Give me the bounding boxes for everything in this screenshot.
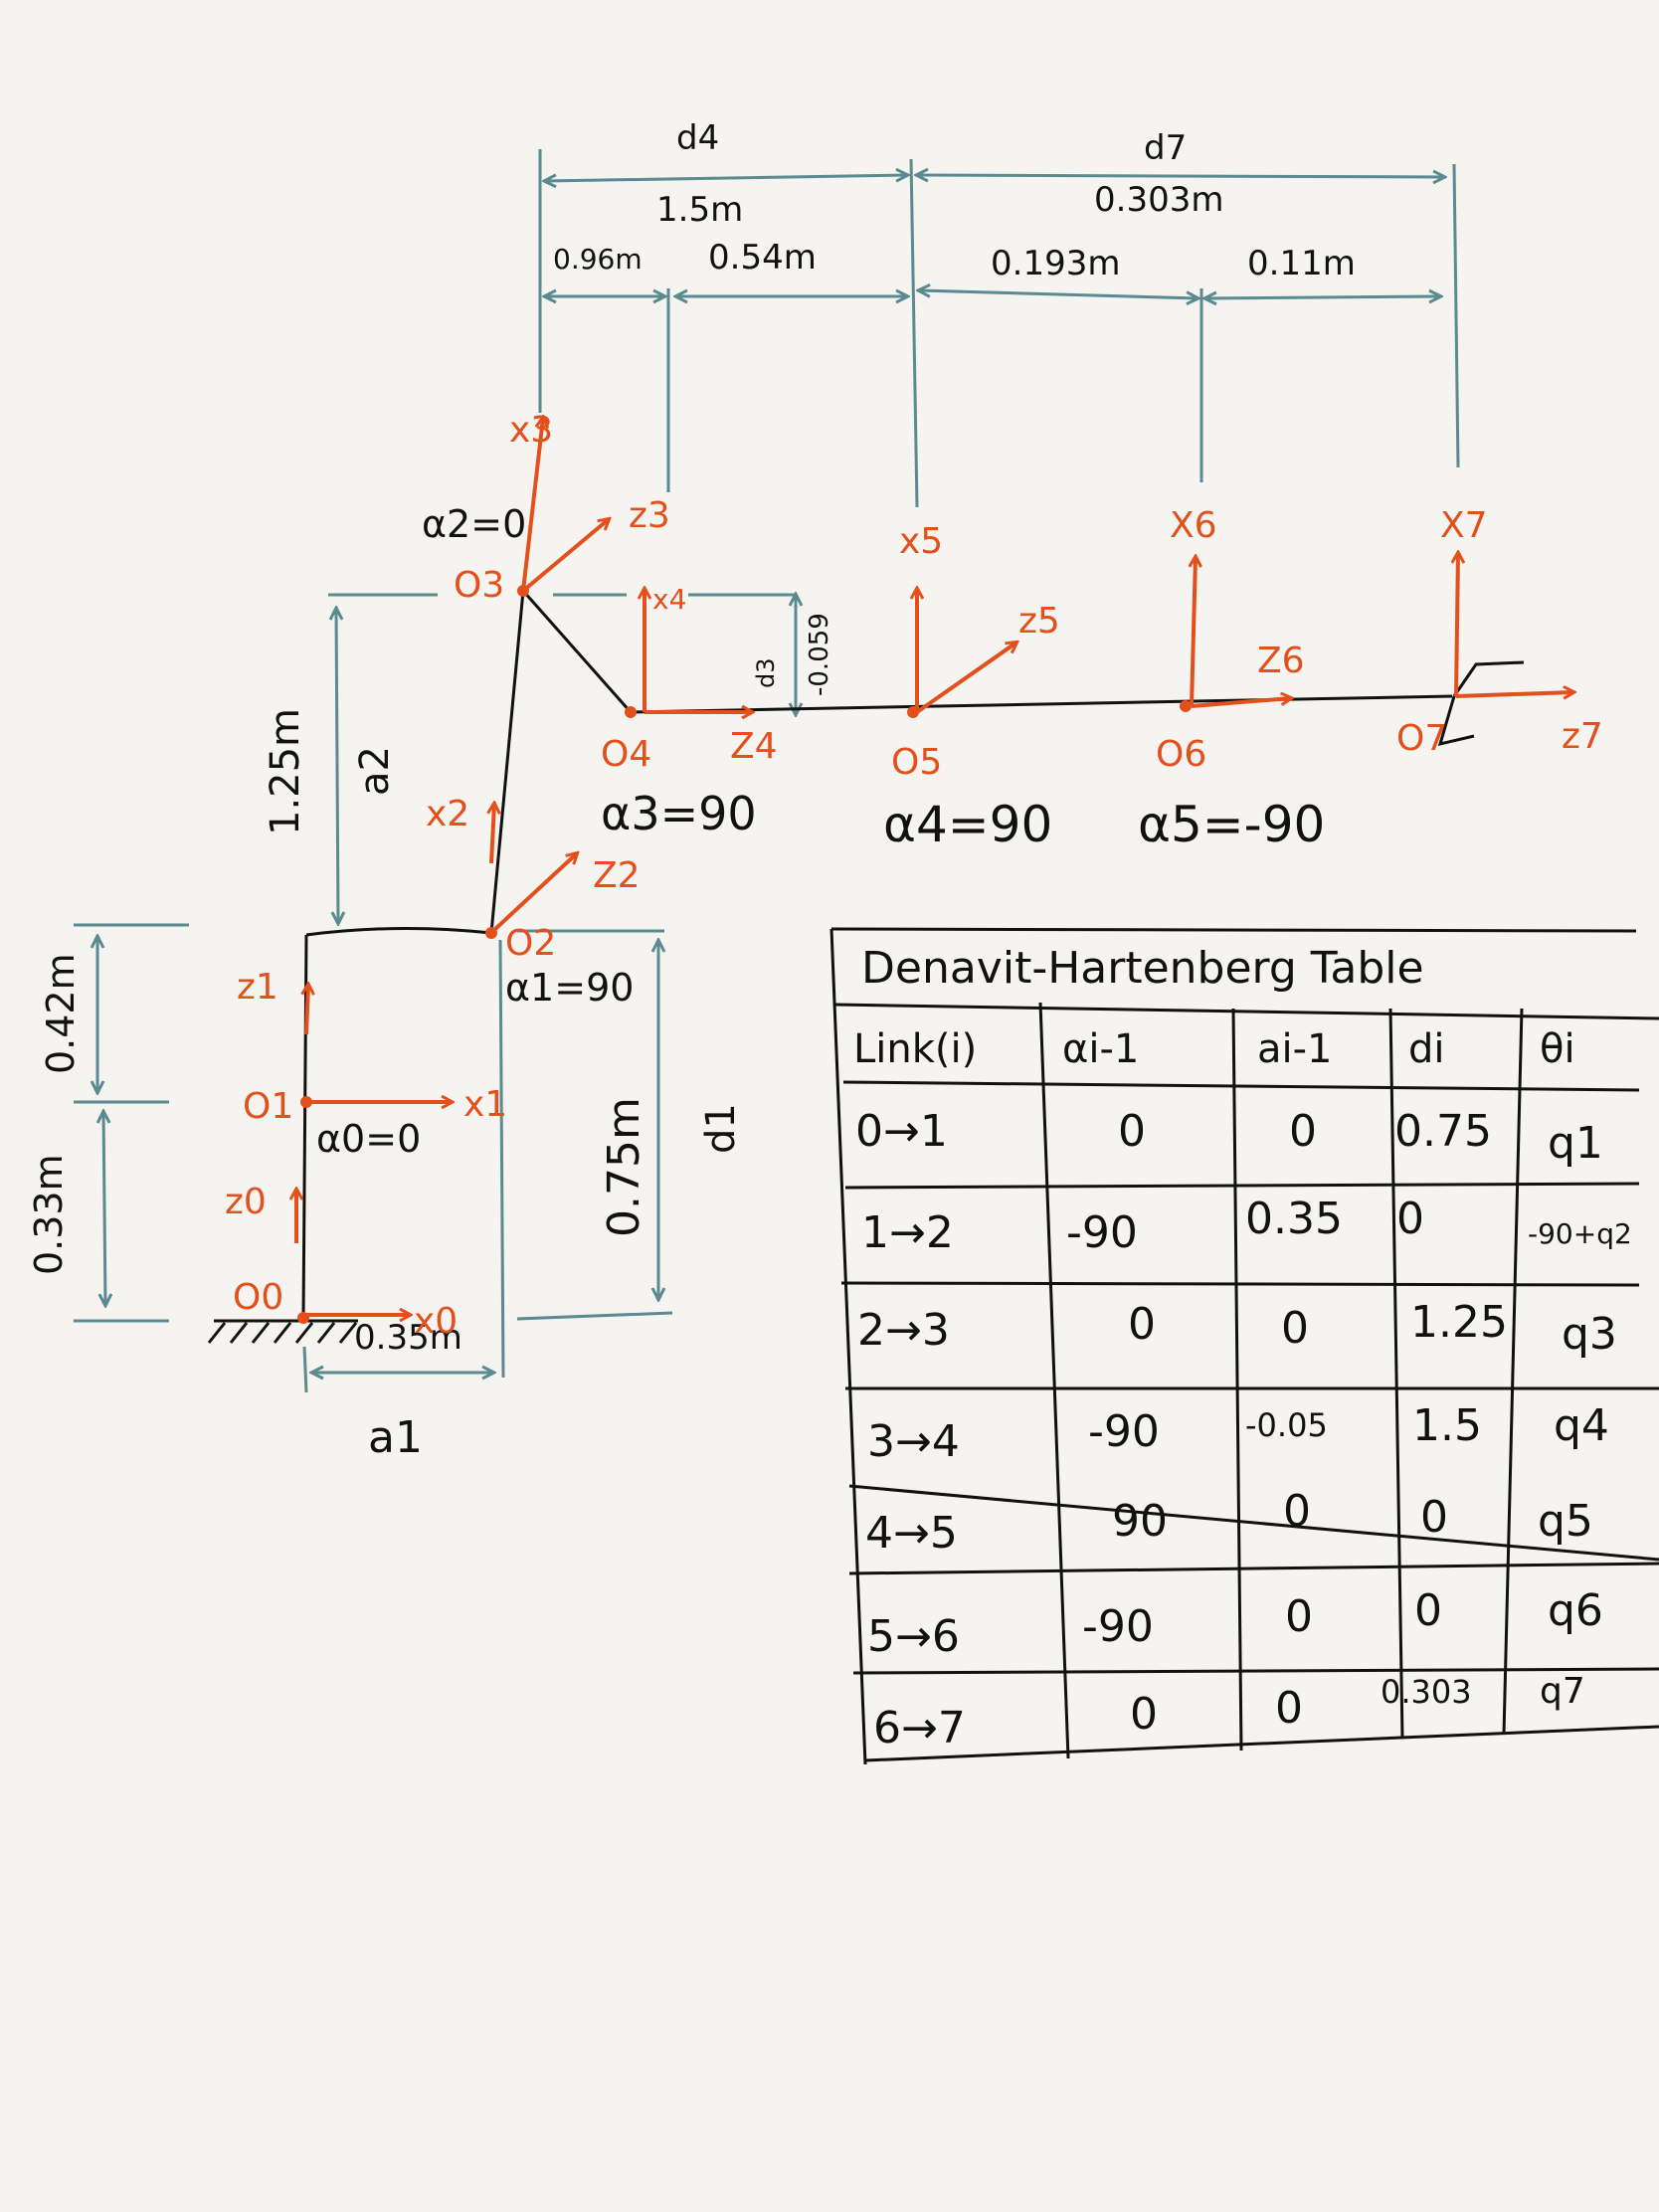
angle-labels: α0=0 α1=90 α2=0 α3=90 α4=90 α5=-90 bbox=[316, 502, 1325, 1161]
table-cell: 4→5 bbox=[865, 1508, 958, 1559]
label-o7: O7 bbox=[1396, 718, 1447, 759]
label-z6: Z6 bbox=[1257, 641, 1305, 681]
label-125: 1.25m bbox=[263, 708, 308, 835]
label-z5: z5 bbox=[1018, 601, 1060, 642]
label-d3: d3 bbox=[752, 657, 780, 688]
table-cell: 0 bbox=[1285, 1591, 1313, 1642]
label-alpha5: α5=-90 bbox=[1138, 796, 1325, 853]
table-cell: q5 bbox=[1538, 1496, 1593, 1547]
table-cell: 0 bbox=[1414, 1585, 1442, 1636]
label-x1: x1 bbox=[463, 1084, 507, 1125]
table-header-link: Link(i) bbox=[853, 1026, 977, 1072]
table-cell: -90 bbox=[1082, 1601, 1154, 1652]
label-o3: O3 bbox=[454, 565, 504, 606]
table-cell: 0 bbox=[1275, 1683, 1303, 1734]
label-seg-054: 0.54m bbox=[708, 238, 817, 277]
label-x2: x2 bbox=[426, 794, 469, 834]
dh-table: Denavit-Hartenberg Table Link(i) αi-1 ai… bbox=[830, 927, 1659, 1765]
table-title: Denavit-Hartenberg Table bbox=[861, 943, 1424, 994]
robot-links bbox=[207, 590, 1525, 1344]
label-o5: O5 bbox=[891, 742, 942, 783]
table-header-a: ai-1 bbox=[1257, 1026, 1333, 1072]
table-header-alpha: αi-1 bbox=[1062, 1026, 1139, 1072]
label-d4-value: 1.5m bbox=[656, 190, 743, 230]
table-cell: q7 bbox=[1540, 1671, 1585, 1712]
table-cell: 1→2 bbox=[861, 1207, 954, 1258]
label-z0: z0 bbox=[225, 1182, 267, 1222]
table-cell: -90 bbox=[1066, 1207, 1138, 1258]
label-alpha2: α2=0 bbox=[422, 502, 526, 546]
label-d1: d1 bbox=[698, 1103, 744, 1154]
table-cell: 90 bbox=[1112, 1496, 1168, 1547]
table-cell: 0.75 bbox=[1394, 1106, 1492, 1157]
table-cell: 0.303 bbox=[1381, 1673, 1472, 1711]
label-x3: x3 bbox=[509, 410, 553, 451]
label-d7-value: 0.303m bbox=[1094, 180, 1223, 220]
table-cell: 0 bbox=[1289, 1106, 1317, 1157]
dimension-labels: d4 1.5m 0.96m 0.54m d7 0.303m 0.193m 0.1… bbox=[27, 118, 1356, 1463]
table-header-theta: θi bbox=[1540, 1026, 1575, 1072]
label-seg-011: 0.11m bbox=[1247, 244, 1356, 283]
label-seg-0193: 0.193m bbox=[991, 244, 1120, 283]
label-a1: a1 bbox=[368, 1412, 423, 1463]
frame-labels: O0 x0 z0 O1 x1 z1 O2 x2 Z2 O3 x3 z3 O4 x… bbox=[225, 410, 1603, 1342]
table-cell: 0 bbox=[1420, 1492, 1448, 1543]
table-cell: 0 bbox=[1130, 1689, 1158, 1740]
label-z2: Z2 bbox=[593, 855, 641, 896]
frame-origins bbox=[297, 585, 1192, 1324]
table-cell: -90+q2 bbox=[1528, 1217, 1632, 1250]
table-cell: 0 bbox=[1396, 1194, 1424, 1244]
label-o6: O6 bbox=[1156, 734, 1206, 775]
table-cell: q3 bbox=[1562, 1309, 1617, 1360]
label-z3: z3 bbox=[629, 495, 670, 536]
label-d4: d4 bbox=[676, 118, 719, 158]
table-cell: 0.35 bbox=[1245, 1194, 1343, 1244]
label-0059: -0.059 bbox=[805, 613, 834, 696]
table-cell: q4 bbox=[1554, 1400, 1609, 1451]
label-seg-096: 0.96m bbox=[553, 243, 643, 276]
table-cell: 6→7 bbox=[873, 1703, 966, 1753]
label-033: 0.33m bbox=[27, 1154, 71, 1275]
table-cell: -0.05 bbox=[1245, 1406, 1328, 1444]
frame-axes bbox=[296, 418, 1573, 1315]
table-cell: 0 bbox=[1128, 1299, 1156, 1350]
table-cell: q1 bbox=[1548, 1118, 1603, 1169]
table-cell: 0 bbox=[1281, 1303, 1309, 1354]
dimension-lines bbox=[74, 149, 1460, 1393]
label-075: 0.75m bbox=[599, 1097, 649, 1237]
label-alpha1: α1=90 bbox=[505, 966, 634, 1010]
label-alpha3: α3=90 bbox=[601, 787, 757, 840]
label-o2: O2 bbox=[505, 923, 556, 964]
label-d7: d7 bbox=[1144, 128, 1187, 168]
table-cell: 3→4 bbox=[867, 1416, 960, 1467]
label-x0: x0 bbox=[414, 1301, 458, 1342]
label-a2: a2 bbox=[352, 746, 398, 796]
label-z4: Z4 bbox=[730, 726, 778, 767]
label-o4: O4 bbox=[601, 734, 651, 775]
label-x6: X6 bbox=[1170, 505, 1217, 546]
label-x7: X7 bbox=[1440, 505, 1488, 546]
label-alpha0: α0=0 bbox=[316, 1117, 421, 1161]
table-cell: q6 bbox=[1548, 1585, 1603, 1636]
table-cell: 0 bbox=[1283, 1486, 1311, 1537]
table-cell: -90 bbox=[1088, 1406, 1160, 1457]
table-header-d: di bbox=[1408, 1026, 1445, 1072]
table-cell: 5→6 bbox=[867, 1611, 960, 1662]
label-alpha4: α4=90 bbox=[883, 796, 1052, 853]
table-cell: 1.25 bbox=[1410, 1297, 1508, 1348]
table-cell: 2→3 bbox=[857, 1305, 950, 1356]
label-z7: z7 bbox=[1562, 716, 1603, 757]
label-o1: O1 bbox=[243, 1086, 293, 1127]
label-o0: O0 bbox=[233, 1277, 283, 1318]
table-cell: 1.5 bbox=[1412, 1400, 1482, 1451]
label-z1: z1 bbox=[237, 967, 278, 1008]
label-x4: x4 bbox=[652, 583, 686, 616]
table-cell: 0→1 bbox=[855, 1106, 948, 1157]
table-cell: 0 bbox=[1118, 1106, 1146, 1157]
ground-hatch bbox=[207, 1322, 358, 1344]
label-035: 0.35m bbox=[354, 1318, 462, 1358]
label-x5: x5 bbox=[899, 521, 943, 562]
label-042: 0.42m bbox=[39, 953, 83, 1074]
